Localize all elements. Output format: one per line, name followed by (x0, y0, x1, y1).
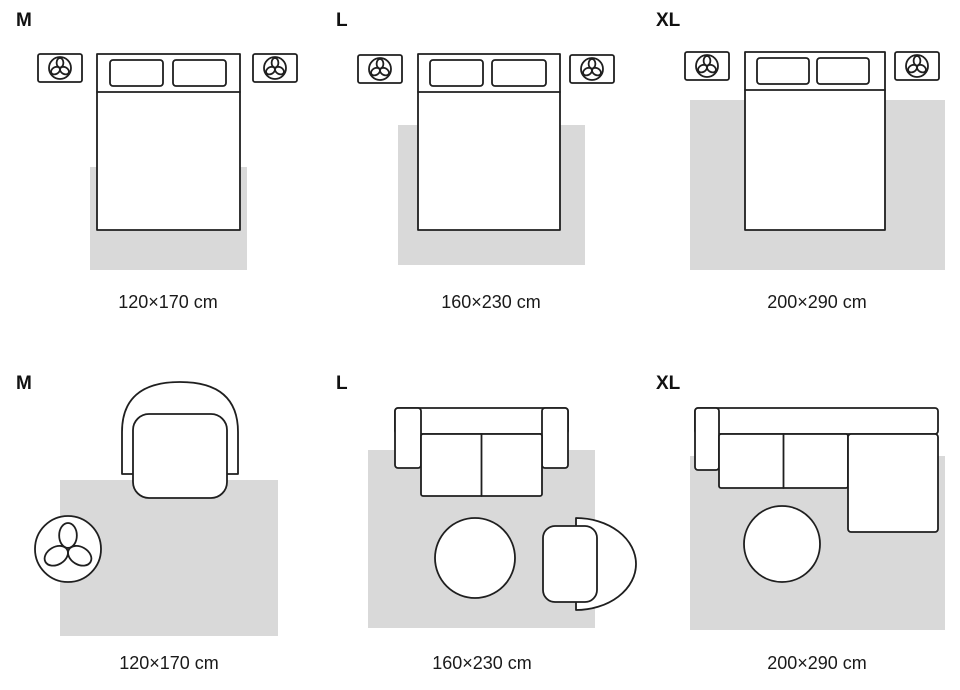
size-label: M (16, 373, 32, 394)
size-caption: 160×230 cm (432, 653, 532, 673)
bed-shape (417, 53, 561, 231)
size-label: XL (656, 373, 681, 394)
size-caption: 160×230 cm (441, 292, 541, 312)
size-label: M (16, 10, 32, 31)
bedroom-illustration-m (37, 53, 298, 270)
side-armchair-shape (542, 517, 637, 611)
size-caption: 200×290 cm (767, 292, 867, 312)
living-room-illustration-m (34, 381, 278, 636)
living-room-illustration-xl (690, 407, 945, 630)
size-label: XL (656, 10, 681, 31)
living-room-row: M 120×170 cm L (0, 350, 960, 686)
size-label: L (336, 373, 348, 394)
living-room-panel-m: M 120×170 cm (0, 350, 320, 686)
sectional-sofa-shape (694, 407, 939, 533)
coffee-table-shape (434, 517, 516, 599)
living-room-panel-xl: XL 200×290 cm (640, 350, 960, 686)
armchair-shape (121, 381, 239, 499)
bedroom-panel-xl: XL 200×29 (640, 0, 960, 345)
living-room-illustration-l (368, 407, 637, 628)
nightstand-right (894, 51, 940, 81)
size-label: L (336, 10, 348, 31)
living-room-panel-l: L 160×230 (320, 350, 640, 686)
size-caption: 120×170 cm (119, 653, 219, 673)
coffee-table-shape (743, 505, 821, 583)
bedroom-illustration-xl (684, 51, 945, 270)
size-caption: 200×290 cm (767, 653, 867, 673)
bed-shape (744, 51, 886, 231)
bedroom-illustration-l (357, 53, 615, 265)
bed-shape (96, 53, 241, 231)
nightstand-left (357, 54, 403, 84)
bedroom-row: M 120×170 (0, 0, 960, 345)
size-caption: 120×170 cm (118, 292, 218, 312)
plant-table-shape (34, 515, 102, 583)
bedroom-panel-m: M 120×170 (0, 0, 320, 345)
sofa-shape (394, 407, 569, 497)
bedroom-panel-l: L 160×230 (320, 0, 640, 345)
nightstand-left (37, 53, 83, 83)
nightstand-left (684, 51, 730, 81)
nightstand-right (569, 54, 615, 84)
nightstand-right (252, 53, 298, 83)
